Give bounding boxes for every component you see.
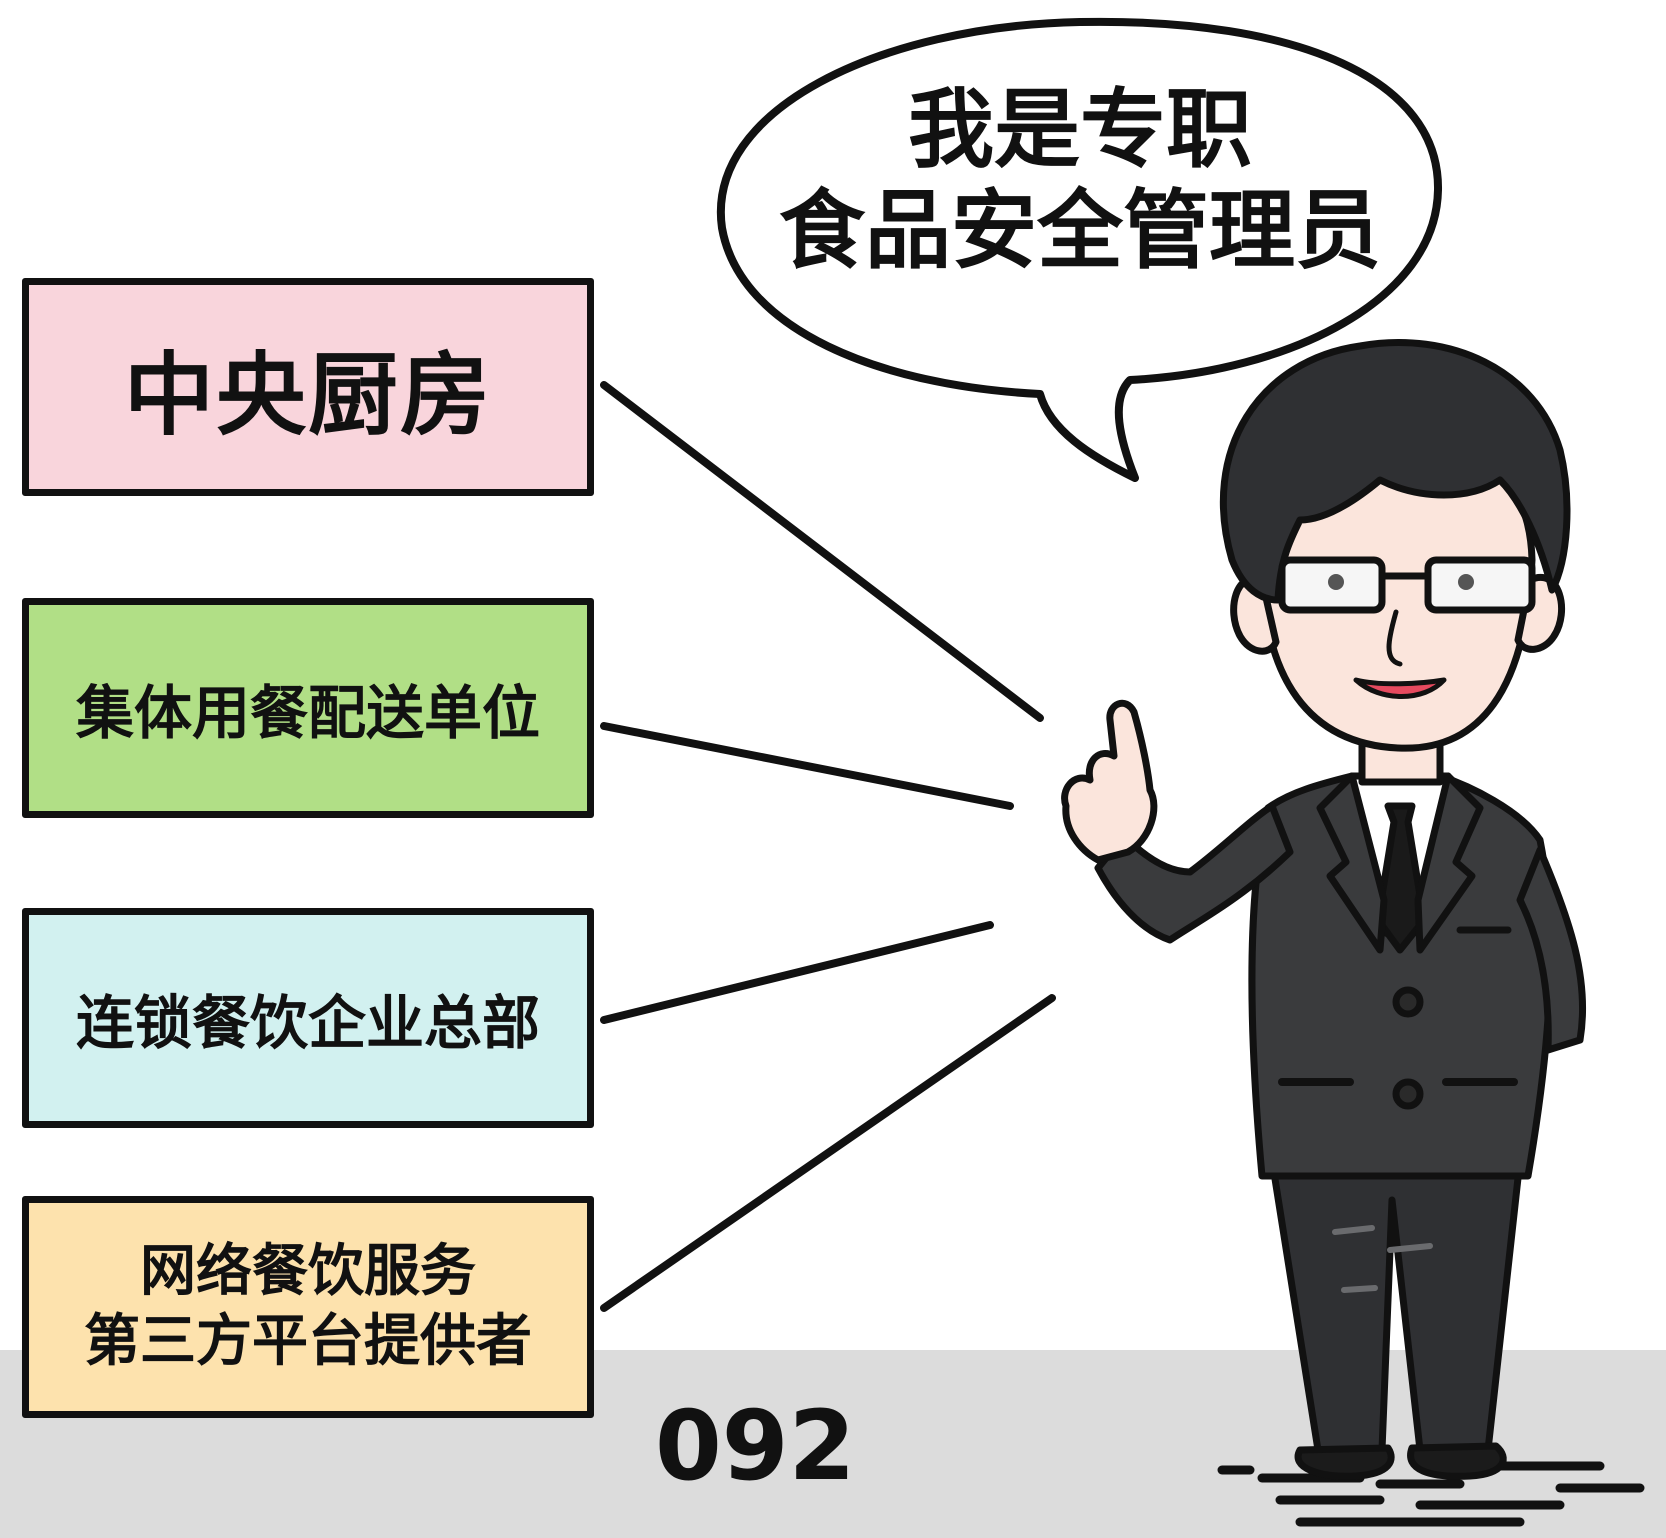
connector-lines	[600, 381, 1056, 1312]
hair	[1219, 339, 1571, 604]
box-central-kitchen: 中央厨房	[22, 278, 594, 496]
connector-line-4	[600, 994, 1056, 1312]
box-label: 中央厨房	[124, 343, 492, 448]
box-label-line-2: 第三方平台提供者	[84, 1309, 532, 1374]
box-online-platform: 网络餐饮服务 第三方平台提供者	[22, 1196, 594, 1418]
floor-shadow-strokes	[1217, 1461, 1645, 1527]
box-label: 连锁餐饮企业总部	[75, 989, 540, 1057]
tie	[1374, 802, 1428, 954]
jacket-button-1	[1392, 986, 1424, 1018]
connector-line-3	[600, 921, 994, 1024]
right-shoe	[1407, 1442, 1507, 1480]
right-lapel	[1414, 772, 1484, 954]
speech-bubble-text: 我是专职 食品安全管理员	[740, 80, 1420, 283]
connector-line-1	[600, 381, 1044, 722]
right-glasses-lens	[1424, 556, 1536, 614]
left-shoe	[1294, 1444, 1395, 1480]
box-label: 集体用餐配送单位	[75, 679, 540, 747]
box-label-line-1: 网络餐饮服务	[140, 1239, 476, 1304]
character	[1061, 339, 1587, 1480]
pointing-hand	[1061, 699, 1158, 864]
box-group-meal-delivery: 集体用餐配送单位	[22, 598, 594, 818]
box-chain-restaurant-hq: 连锁餐饮企业总部	[22, 908, 594, 1128]
smile	[1353, 677, 1447, 699]
trousers	[1268, 1156, 1524, 1454]
left-lapel	[1316, 772, 1388, 954]
connector-line-2	[600, 722, 1014, 810]
speech-line-2: 食品安全管理员	[779, 181, 1381, 282]
speech-line-1: 我是专职	[908, 80, 1252, 180]
lowered-arm	[1516, 846, 1587, 1054]
raised-arm	[1094, 802, 1294, 944]
jacket-button-2	[1392, 1078, 1424, 1110]
page-number: 092	[655, 1390, 856, 1502]
speech-bubble	[716, 17, 1443, 482]
